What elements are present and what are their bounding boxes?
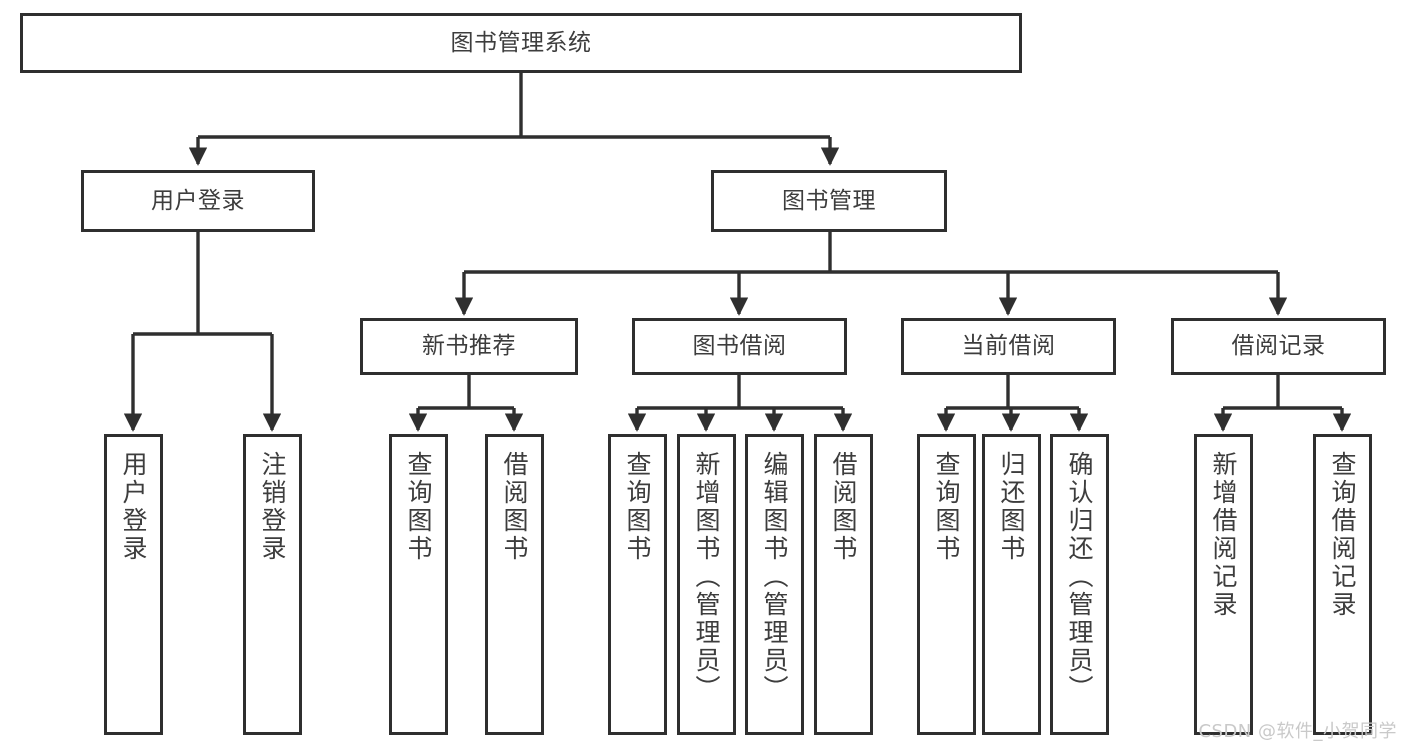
node-borrow-record[interactable]: 借阅记录 [1171, 318, 1386, 375]
node-leaf-return-book[interactable]: 归还图书 [982, 434, 1041, 735]
node-leaf-add-borrow-record[interactable]: 新增借阅记录 [1194, 434, 1253, 735]
node-leaf-query-book-1[interactable]: 查询图书 [389, 434, 448, 735]
node-current-borrow-label: 当前借阅 [961, 333, 1056, 360]
node-leaf-logout-login-label: 注销登录 [258, 451, 287, 563]
node-current-borrow[interactable]: 当前借阅 [901, 318, 1116, 375]
node-leaf-add-borrow-record-label: 新增借阅记录 [1209, 451, 1238, 619]
node-leaf-query-book-3-label: 查询图书 [932, 451, 961, 563]
node-leaf-borrow-book-1-label: 借阅图书 [500, 451, 529, 563]
node-leaf-query-book-2-label: 查询图书 [623, 451, 652, 563]
node-leaf-query-book-3[interactable]: 查询图书 [917, 434, 976, 735]
node-new-book-recommend-label: 新书推荐 [422, 333, 516, 360]
node-leaf-query-book-2[interactable]: 查询图书 [608, 434, 667, 735]
node-leaf-borrow-book-2-label: 借阅图书 [829, 451, 858, 563]
node-leaf-confirm-return-admin-label: 确认归还（管理员） [1065, 451, 1094, 703]
node-leaf-return-book-label: 归还图书 [997, 451, 1026, 563]
node-user-login[interactable]: 用户登录 [81, 170, 315, 232]
node-leaf-confirm-return-admin[interactable]: 确认归还（管理员） [1050, 434, 1109, 735]
node-leaf-query-borrow-record[interactable]: 查询借阅记录 [1313, 434, 1372, 735]
node-book-management-label: 图书管理 [782, 187, 876, 214]
node-book-borrow-label: 图书借阅 [692, 333, 787, 360]
node-leaf-edit-book-admin-label: 编辑图书（管理员） [760, 451, 789, 703]
node-borrow-record-label: 借阅记录 [1231, 333, 1326, 360]
node-leaf-add-book-admin[interactable]: 新增图书（管理员） [677, 434, 736, 735]
node-leaf-borrow-book-2[interactable]: 借阅图书 [814, 434, 873, 735]
node-new-book-recommend[interactable]: 新书推荐 [360, 318, 578, 375]
node-book-management[interactable]: 图书管理 [711, 170, 947, 232]
node-leaf-edit-book-admin[interactable]: 编辑图书（管理员） [745, 434, 804, 735]
node-leaf-add-book-admin-label: 新增图书（管理员） [692, 451, 721, 703]
node-leaf-query-borrow-record-label: 查询借阅记录 [1328, 451, 1357, 619]
node-user-login-label: 用户登录 [151, 187, 245, 214]
node-leaf-logout-login[interactable]: 注销登录 [243, 434, 302, 735]
node-leaf-user-login-label: 用户登录 [119, 451, 148, 563]
node-leaf-borrow-book-1[interactable]: 借阅图书 [485, 434, 544, 735]
node-leaf-user-login[interactable]: 用户登录 [104, 434, 163, 735]
node-book-borrow[interactable]: 图书借阅 [632, 318, 847, 375]
node-root[interactable]: 图书管理系统 [20, 13, 1022, 73]
node-root-label: 图书管理系统 [450, 29, 592, 56]
node-leaf-query-book-1-label: 查询图书 [404, 451, 433, 563]
